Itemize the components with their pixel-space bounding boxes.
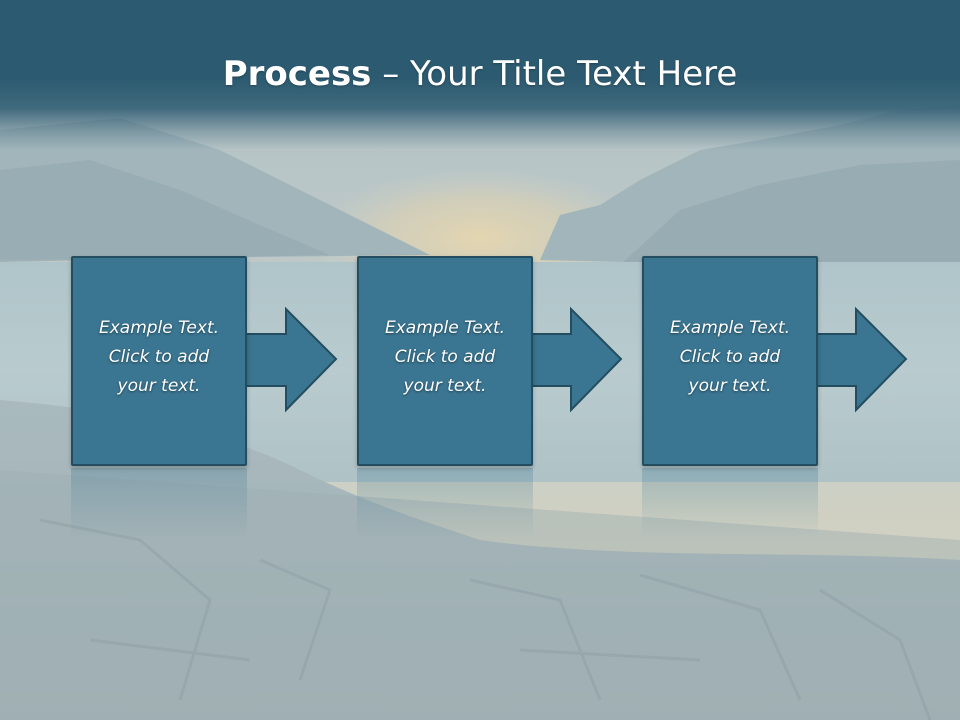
step-text-line: your text. xyxy=(117,376,201,396)
step-reflection xyxy=(71,468,247,538)
slide-title[interactable]: Process – Your Title Text Here xyxy=(0,52,960,96)
title-bar xyxy=(0,0,960,150)
step-reflection xyxy=(642,468,818,538)
step-text[interactable]: Example Text. Click to add your text. xyxy=(79,314,239,401)
step-text-line: Click to add xyxy=(394,347,496,367)
arrow-right-icon xyxy=(526,306,623,413)
process-step-1[interactable]: Example Text. Click to add your text. xyxy=(71,256,247,466)
step-text-line: Click to add xyxy=(108,347,210,367)
title-rest: – Your Title Text Here xyxy=(371,54,738,94)
step-text[interactable]: Example Text. Click to add your text. xyxy=(365,314,525,401)
step-text[interactable]: Example Text. Click to add your text. xyxy=(650,314,810,401)
title-bold: Process xyxy=(222,54,372,94)
step-text-line: Click to add xyxy=(679,347,781,367)
arrow-right-icon xyxy=(241,306,338,413)
step-text-line: Example Text. xyxy=(384,318,506,338)
step-reflection xyxy=(357,468,533,538)
arrow-right-icon xyxy=(811,306,908,413)
step-text-line: your text. xyxy=(688,376,772,396)
step-box[interactable]: Example Text. Click to add your text. xyxy=(71,256,247,466)
step-text-line: your text. xyxy=(403,376,487,396)
step-box[interactable]: Example Text. Click to add your text. xyxy=(642,256,818,466)
step-text-line: Example Text. xyxy=(98,318,220,338)
step-text-line: Example Text. xyxy=(669,318,791,338)
process-step-2[interactable]: Example Text. Click to add your text. xyxy=(357,256,533,466)
process-step-3[interactable]: Example Text. Click to add your text. xyxy=(642,256,818,466)
step-box[interactable]: Example Text. Click to add your text. xyxy=(357,256,533,466)
